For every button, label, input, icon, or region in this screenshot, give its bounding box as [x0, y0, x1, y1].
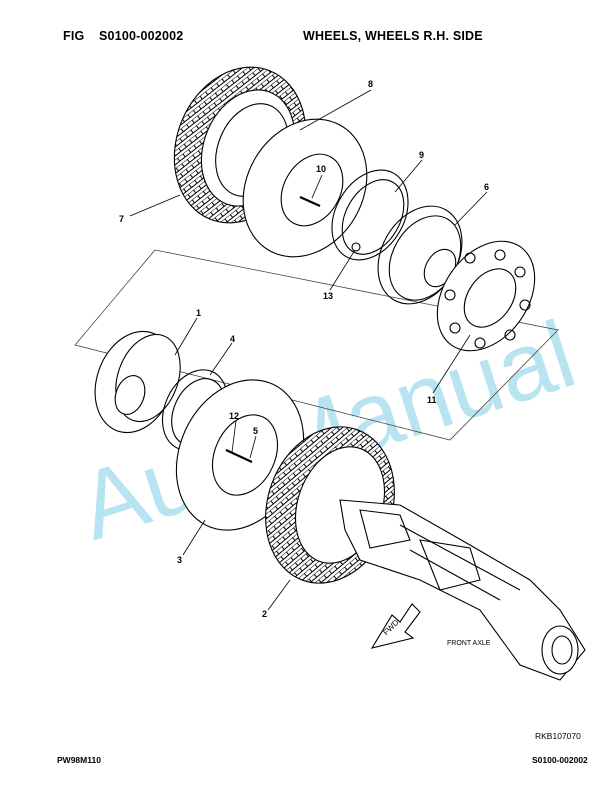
upper-flap: [242, 118, 368, 258]
footer-right-code: S0100-002002: [532, 755, 588, 765]
lower-rim: [94, 330, 181, 434]
callout-1: 1: [196, 308, 201, 318]
leader-lines: [129, 89, 488, 611]
callout-10: 10: [316, 164, 326, 174]
figure-label: FIG: [63, 29, 85, 43]
front-axle-label: FRONT AXLE: [447, 640, 491, 647]
reference-code: RKB107070: [535, 731, 581, 741]
wheel-spacer: [436, 240, 536, 352]
callout-11: 11: [427, 395, 437, 405]
front-axle: [339, 499, 586, 681]
callout-8: 8: [368, 79, 373, 89]
callout-3: 3: [177, 555, 182, 565]
callout-6: 6: [484, 182, 489, 192]
assembly-boundary: [74, 249, 559, 441]
upper-lock-ring: [331, 169, 409, 261]
figure-title: WHEELS, WHEELS R.H. SIDE: [303, 29, 483, 43]
callout-5: 5: [253, 426, 258, 436]
footer-left-code: PW98M110: [57, 755, 101, 765]
callout-13: 13: [323, 291, 333, 301]
callout-2: 2: [262, 609, 267, 619]
callout-12: 12: [229, 411, 239, 421]
forward-direction-arrow: [370, 603, 421, 649]
callout-4: 4: [230, 334, 235, 344]
figure-number: S0100-002002: [99, 29, 184, 43]
callout-7: 7: [119, 214, 124, 224]
callout-9: 9: [419, 150, 424, 160]
